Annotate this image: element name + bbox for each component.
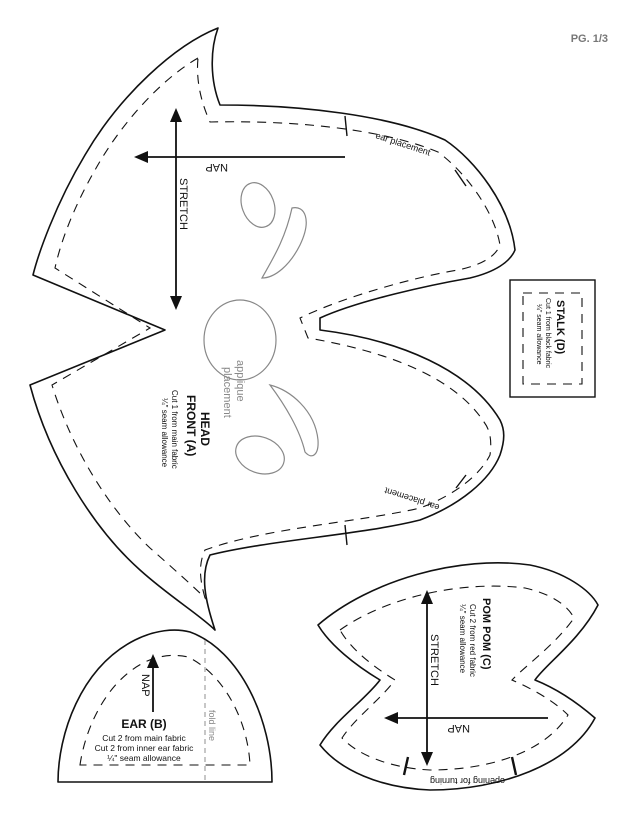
- head-outline: [29, 27, 516, 631]
- pompom-stretch-arrowhead-top: [421, 590, 433, 604]
- head-seam-text: ¼" seam allowance: [160, 398, 169, 468]
- stalk-outline: [509, 279, 596, 398]
- ear-placement-tick-top-right: [454, 169, 467, 187]
- head-front-piece: ear placement ear placement STRETCH NAP …: [29, 27, 516, 631]
- pompom-piece: opening for turning STRETCH NAP POM POM …: [317, 562, 599, 791]
- head-nap-label: NAP: [205, 161, 228, 173]
- opening-marker-right: [510, 756, 518, 776]
- applique-brow-bottom: [268, 384, 319, 457]
- ear-title: EAR (B): [121, 717, 166, 731]
- applique-nose: [203, 299, 277, 381]
- stalk-title: STALK (D): [554, 300, 566, 355]
- applique-eye-top: [240, 182, 276, 228]
- ear-placement-tick-top-left: [344, 115, 348, 137]
- pompom-stretch-arrowhead-bottom: [421, 752, 433, 766]
- head-title-line1: HEAD: [198, 412, 212, 446]
- applique-brow-top: [260, 207, 307, 279]
- stalk-piece: STALK (D) Cut 1 from black fabric ¼" sea…: [509, 279, 596, 398]
- pompom-nap-label: NAP: [447, 722, 470, 734]
- stalk-seam-line: [522, 292, 583, 385]
- stalk-seam-text: ¼" seam allowance: [535, 304, 542, 365]
- head-stretch-arrowhead-top: [170, 108, 182, 122]
- pompom-seam-line: [339, 585, 575, 771]
- ear-cut-line2: Cut 2 from inner ear fabric: [95, 743, 194, 753]
- applique-eye-bottom: [235, 435, 285, 475]
- head-seam-line: [51, 56, 501, 600]
- pompom-seam-text: ¼" seam allowance: [458, 604, 467, 674]
- head-title-line2: FRONT (A): [184, 395, 198, 456]
- pompom-title: POM POM (C): [480, 598, 492, 670]
- pompom-opening-label: opening for turning: [430, 776, 505, 786]
- ear-piece: fold line NAP EAR (B) Cut 2 from main fa…: [57, 629, 273, 783]
- head-stretch-label: STRETCH: [177, 178, 189, 230]
- opening-marker-left: [402, 756, 410, 776]
- page-label: PG. 1/3: [571, 33, 608, 45]
- head-nap-arrowhead: [134, 151, 148, 163]
- ear-cut-line1: Cut 2 from main fabric: [102, 733, 186, 743]
- stalk-cut-text: Cut 1 from black fabric: [544, 298, 551, 369]
- applique-label-line2: placement: [221, 367, 233, 418]
- ear-nap-label: NAP: [139, 674, 151, 697]
- ear-placement-tick-bottom-right: [455, 474, 467, 489]
- pompom-nap-arrowhead: [384, 712, 398, 724]
- ear-outline: [57, 629, 273, 783]
- ear-seam-text: ¼" seam allowance: [107, 753, 181, 763]
- ear-fold-label: fold line: [207, 710, 217, 741]
- ear-seam-line: [79, 654, 251, 766]
- head-stretch-arrowhead-bottom: [170, 296, 182, 310]
- pompom-cut-text: Cut 2 from red fabric: [468, 604, 477, 677]
- pompom-stretch-label: STRETCH: [428, 634, 440, 686]
- head-cut-text: Cut 1 from main fabric: [170, 390, 179, 469]
- pompom-outline: [317, 562, 599, 791]
- ear-placement-tick-bottom-left: [344, 524, 348, 546]
- ear-nap-arrowhead: [147, 654, 159, 668]
- applique-label-line1: applique: [234, 360, 246, 402]
